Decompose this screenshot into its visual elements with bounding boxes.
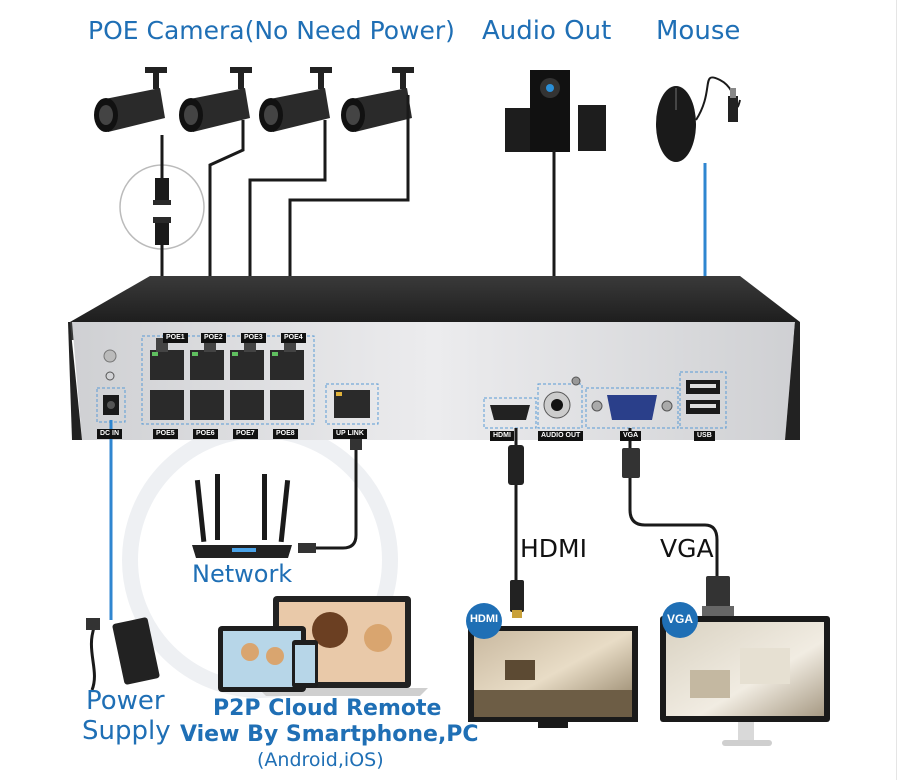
port-label-poe3: POE3 <box>241 333 266 343</box>
hdmi-badge <box>466 603 502 639</box>
network-label: Network <box>192 560 293 588</box>
vga-monitor-icon <box>660 616 830 746</box>
hdmi-monitor-icon <box>468 626 638 728</box>
p2p-label-line1: P2P Cloud Remote <box>213 696 442 721</box>
port-label-audio-out: AUDIO OUT <box>538 431 584 441</box>
power-supply-label-line1: Power <box>86 686 165 716</box>
port-label-poe4: POE4 <box>281 333 306 343</box>
camera-1-icon <box>94 67 167 132</box>
port-label-poe7: POE7 <box>233 429 258 439</box>
port-label-poe1: POE1 <box>163 333 188 343</box>
hdmi-badge-text: HDMI <box>469 613 499 625</box>
port-label-poe6: POE6 <box>193 429 218 439</box>
mouse-icon <box>656 76 741 162</box>
power-supply-label-line2: Supply <box>82 716 171 746</box>
ground-icon <box>105 371 115 381</box>
port-label-usb: USB <box>694 431 715 441</box>
port-label-dc-in: DC IN <box>97 429 123 439</box>
port-label-poe2: POE2 <box>201 333 226 343</box>
hdmi-port <box>490 405 530 420</box>
port-label-vga: VGA <box>620 431 642 441</box>
poe-ports-highlight <box>141 335 315 425</box>
mouse-label: Mouse <box>656 16 741 46</box>
rj45-connector-magnifier <box>119 164 205 250</box>
poe-camera-label: POE Camera(No Need Power) <box>88 16 455 45</box>
port-label-hdmi: HDMI <box>490 431 514 441</box>
vga-badge <box>662 602 698 638</box>
power-adapter-icon <box>86 617 160 691</box>
vga-badge-text: VGA <box>666 612 693 626</box>
vga-port <box>607 395 657 420</box>
vga-label: VGA <box>660 534 714 563</box>
p2p-label-line3: (Android,iOS) <box>257 749 384 771</box>
camera-4-icon <box>341 67 414 132</box>
vga-port-highlight <box>585 387 679 429</box>
port-label-poe8: POE8 <box>273 429 298 439</box>
hdmi-port-highlight <box>483 397 537 429</box>
audio-port-highlight <box>537 383 583 429</box>
router-icon <box>192 474 292 558</box>
vga-cable <box>628 428 719 585</box>
speaker-icon <box>505 70 606 152</box>
hdmi-label: HDMI <box>520 534 587 563</box>
phone-icon <box>292 640 318 688</box>
p2p-label-line2: View By Smartphone,PC <box>180 722 479 747</box>
uplink-highlight <box>325 383 379 425</box>
audio-out-label: Audio Out <box>482 16 612 46</box>
port-label-uplink: UP LINK <box>333 429 367 439</box>
usb-highlight <box>679 371 727 429</box>
network-cable <box>315 430 358 550</box>
camera-2-icon <box>179 67 252 132</box>
camera-3-icon <box>259 67 332 132</box>
port-label-poe5: POE5 <box>153 429 178 439</box>
tablet-icon <box>218 626 306 692</box>
